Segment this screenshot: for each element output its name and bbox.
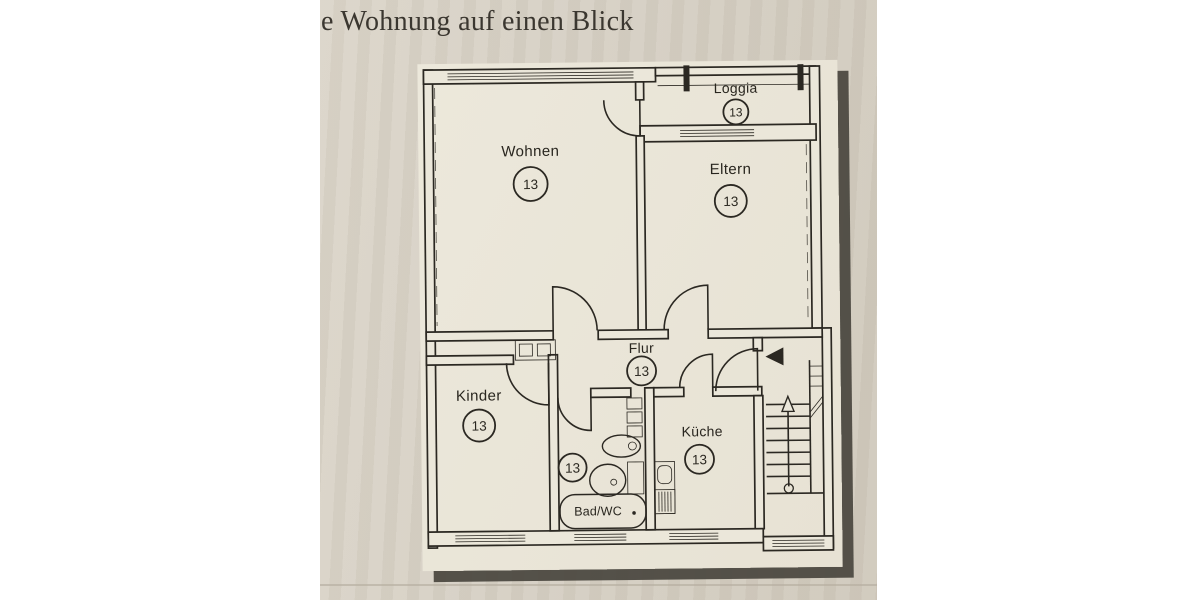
svg-text:13: 13 [723,194,738,209]
entrance-arrow-icon [765,347,784,366]
room-label-wohnen: Wohnen 13 [501,143,559,202]
svg-text:13: 13 [729,105,743,119]
stair-direction-arrow-icon [780,394,796,494]
room-label-kinder: Kinder 13 [456,387,502,443]
toilet-icon [601,434,642,458]
svg-text:13: 13 [472,419,487,434]
window-bands [434,71,825,547]
room-label-bad-wc: 13 Bad/WC [557,452,622,519]
svg-text:Bad/WC: Bad/WC [574,504,622,518]
svg-text:Loggia: Loggia [714,80,758,96]
room-label-loggia: Loggia 13 [714,80,758,126]
staircase [765,360,824,495]
duct-shafts [514,339,643,438]
page-title: e Wohnung auf einen Blick [321,6,634,37]
svg-text:Eltern: Eltern [710,161,752,178]
door-arcs [505,99,759,432]
page-bottom-edge [320,584,877,586]
svg-text:Küche: Küche [682,423,723,439]
svg-text:13: 13 [523,177,538,192]
room-label-kueche: Küche 13 [682,423,723,475]
room-label-eltern: Eltern 13 [710,161,752,218]
washer-icon [627,461,645,495]
kitchen-sink-icon [657,465,673,485]
room-label-flur: Flur 13 [626,340,657,387]
svg-text:13: 13 [565,461,580,476]
bathtub-icon [559,493,647,530]
sink-icon [589,463,627,497]
svg-text:13: 13 [692,452,707,467]
floor-plan-svg: Wohnen 13 Loggia 13 Eltern 13 Flur 13 Ki… [422,64,835,552]
kitchen-fixtures [654,461,676,515]
svg-text:Kinder: Kinder [456,387,502,404]
scanned-page: e Wohnung auf einen Blick [320,0,877,600]
floor-plan-card: Wohnen 13 Loggia 13 Eltern 13 Flur 13 Ki… [417,59,843,572]
bathroom-fixtures [559,434,647,530]
stove-icon [654,489,676,515]
svg-text:13: 13 [634,364,649,379]
svg-text:Wohnen: Wohnen [501,143,559,161]
interior-walls [425,80,824,532]
svg-text:Flur: Flur [629,340,655,356]
